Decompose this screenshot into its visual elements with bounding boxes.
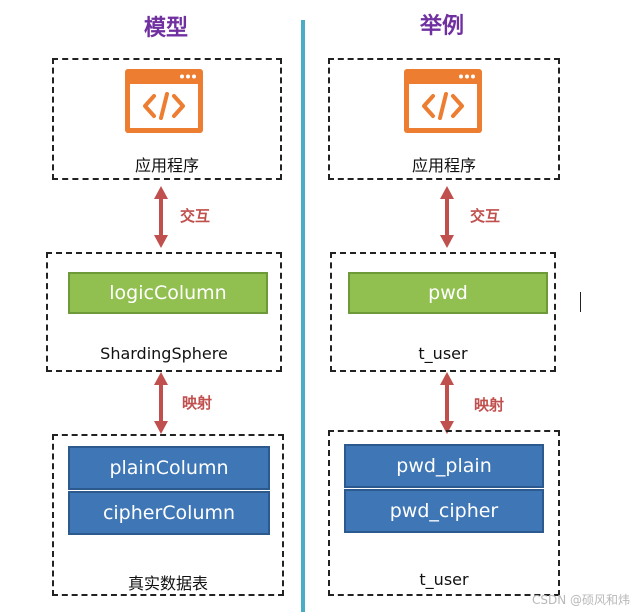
- code-window-icon: [404, 69, 482, 133]
- right-plain-column: pwd_plain: [344, 444, 544, 488]
- double-arrow-icon: [154, 372, 168, 434]
- double-arrow-icon: [440, 372, 454, 434]
- left-logic-column: logicColumn: [68, 272, 268, 314]
- right-app-box: [328, 58, 560, 180]
- code-window-icon: [125, 69, 203, 133]
- right-table-box: [328, 430, 560, 596]
- left-app-box: [52, 58, 282, 180]
- left-table-label: 真实数据表: [127, 574, 208, 593]
- double-arrow-icon: [440, 186, 454, 248]
- double-arrow-icon: [154, 186, 168, 248]
- left-table-box: [52, 434, 284, 596]
- column-divider: [301, 20, 305, 612]
- right-mapping-label: 映射: [474, 396, 505, 414]
- right-table-label: t_user: [419, 570, 469, 589]
- heading-example: 举例: [419, 14, 464, 39]
- left-middleware-box: [46, 252, 282, 372]
- left-cipher-column: cipherColumn: [68, 491, 270, 535]
- left-app-label: 应用程序: [134, 156, 199, 175]
- left-middleware-label: ShardingSphere: [100, 344, 228, 363]
- heading-model: 模型: [143, 16, 188, 41]
- left-mapping-label: 映射: [182, 394, 213, 412]
- right-cipher-column: pwd_cipher: [344, 489, 544, 533]
- left-plain-column: plainColumn: [68, 446, 270, 490]
- right-middleware-box: [330, 252, 556, 372]
- text-cursor: [580, 292, 581, 312]
- left-interaction-label: 交互: [180, 207, 211, 225]
- right-middleware-label: t_user: [418, 344, 468, 363]
- right-app-label: 应用程序: [411, 156, 476, 175]
- right-logic-column: pwd: [348, 272, 548, 314]
- right-interaction-label: 交互: [470, 207, 501, 225]
- watermark: CSDN @硕风和炜: [531, 593, 630, 607]
